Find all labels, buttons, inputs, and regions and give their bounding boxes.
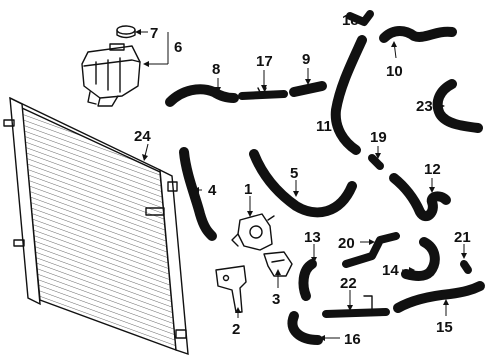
callout-15: 15 — [436, 319, 453, 336]
callout-19: 19 — [370, 129, 387, 146]
plug-19[interactable] — [368, 154, 384, 170]
coolant-reservoir[interactable] — [81, 43, 141, 107]
callout-5: 5 — [290, 165, 298, 182]
callout-13: 13 — [304, 229, 321, 246]
reservoir-cap[interactable] — [116, 25, 136, 39]
plug-21[interactable] — [460, 260, 472, 274]
hose-10[interactable] — [379, 26, 457, 43]
radiator[interactable] — [3, 96, 189, 356]
callout-18: 18 — [342, 12, 359, 29]
callout-23: 23 — [416, 98, 433, 115]
callout-21: 21 — [454, 229, 471, 246]
tee-connector[interactable] — [238, 87, 288, 100]
bracket-2[interactable] — [215, 265, 247, 313]
hose-14[interactable] — [401, 237, 440, 281]
callout-11: 11 — [316, 118, 332, 135]
callout-2: 2 — [232, 321, 240, 338]
callout-4: 4 — [208, 182, 217, 199]
hose-4[interactable] — [179, 147, 217, 241]
water-pump[interactable] — [231, 213, 275, 251]
hose-16[interactable] — [287, 311, 323, 345]
callout-22: 22 — [340, 275, 357, 292]
hose-5[interactable] — [249, 149, 357, 218]
callout-20: 20 — [338, 235, 355, 252]
pipe-22[interactable] — [322, 295, 390, 318]
hose-8[interactable] — [165, 84, 239, 107]
callout-17: 17 — [256, 53, 273, 70]
callout-1: 1 — [244, 181, 252, 198]
callout-14: 14 — [382, 262, 399, 279]
hose-13[interactable] — [298, 259, 317, 301]
callout-7: 7 — [150, 25, 158, 42]
hose-11[interactable] — [330, 35, 367, 155]
callout-3: 3 — [272, 291, 280, 308]
bracket-3[interactable] — [263, 251, 293, 277]
hose-12[interactable] — [389, 173, 451, 222]
pipe-20[interactable] — [342, 232, 400, 268]
callout-24: 24 — [134, 128, 151, 145]
callout-12: 12 — [424, 161, 441, 178]
hose-9[interactable] — [289, 81, 327, 97]
hose-15[interactable] — [393, 281, 485, 313]
callout-10: 10 — [386, 63, 403, 80]
leader-arrows — [135, 17, 467, 341]
callout-9: 9 — [302, 51, 310, 68]
callout-8: 8 — [212, 61, 220, 78]
callout-16: 16 — [344, 331, 361, 348]
callout-labels: 7 6 8 17 9 10 11 18 23 19 12 24 4 5 1 2 … — [134, 12, 471, 348]
callout-6: 6 — [174, 39, 182, 56]
fitting-18[interactable] — [346, 10, 374, 26]
hose-23[interactable] — [432, 79, 483, 133]
